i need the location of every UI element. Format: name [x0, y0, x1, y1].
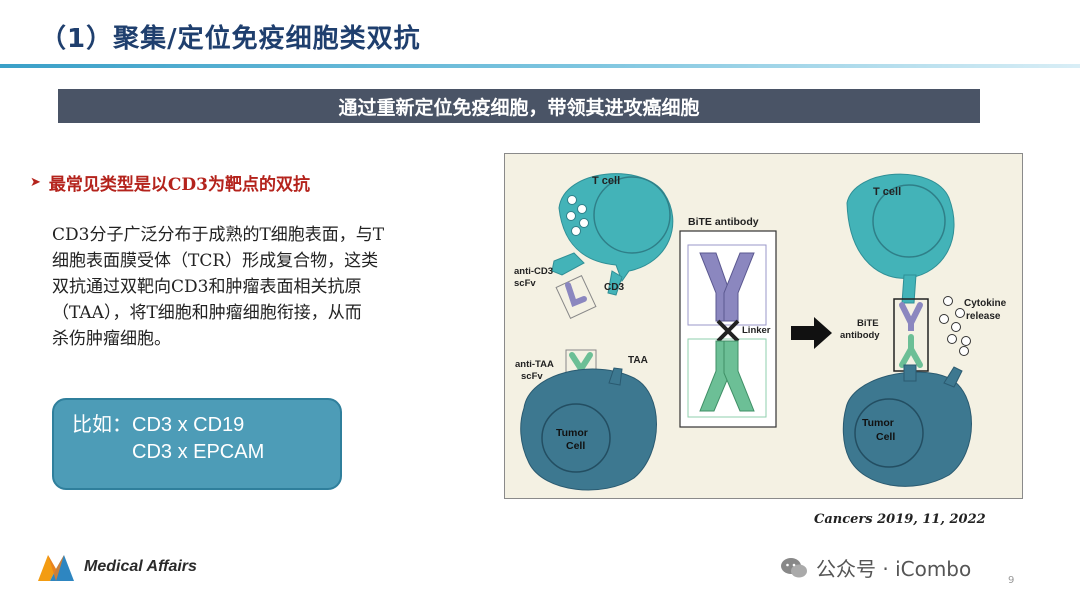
taa-label: TAA: [628, 355, 648, 366]
subtitle-banner: 通过重新定位免疫细胞，带领其进攻癌细胞: [58, 89, 980, 123]
watermark: 公众号 · iCombo: [780, 553, 971, 582]
cytokine-release: Cytokine release: [939, 296, 1007, 356]
bullet-point: ➤ 最常见类型是以CD3为靶点的双抗: [30, 170, 310, 195]
bullet-text: 最常见类型是以CD3为靶点的双抗: [48, 175, 311, 195]
cd3-label: CD3: [604, 282, 624, 293]
page-number: 9: [1008, 575, 1015, 586]
citation: Cancers 2019, 11, 2022: [814, 512, 986, 527]
cytokine-label: release: [966, 311, 1001, 322]
bite-antibody-title: BiTE antibody: [688, 216, 759, 228]
body-line: 杀伤肿瘤细胞。: [52, 329, 171, 349]
tumor-label: Cell: [566, 440, 585, 452]
cytokine-label: Cytokine: [964, 298, 1007, 309]
t-cell-left: T cell CD3: [551, 173, 674, 296]
body-line: CD3分子广泛分布于成熟的T细胞表面，与T: [52, 225, 385, 245]
body-line: 双抗通过双靶向CD3和肿瘤表面相关抗原: [52, 277, 362, 297]
example-line: 比如：CD3 x CD19: [72, 414, 245, 436]
t-cell-label: T cell: [873, 186, 901, 198]
anti-taa-label: scFv: [521, 371, 543, 382]
banner-text: 通过重新定位免疫细胞，带领其进攻癌细胞: [338, 96, 700, 119]
linker-label: Linker: [742, 325, 771, 336]
body-line: 细胞表面膜受体（TCR）形成复合物，这类: [52, 251, 379, 271]
tumor-label: Cell: [876, 431, 895, 443]
anti-cd3-scfv: anti-CD3 scFv: [514, 266, 597, 319]
bite-label: BiTE: [857, 318, 879, 329]
anti-taa-label: anti-TAA: [515, 359, 554, 370]
arrow-bullet-icon: ➤: [30, 175, 41, 190]
medical-affairs-logo: Medical Affairs: [36, 551, 197, 583]
wechat-icon: [781, 557, 807, 577]
tumor-label: Tumor: [862, 417, 894, 429]
body-line: （TAA），将T细胞和肿瘤细胞衔接，从而: [52, 303, 362, 323]
tumor-cell-right: Tumor Cell: [842, 364, 972, 487]
logo-icon: [38, 555, 74, 581]
arrow-right-icon: [791, 317, 832, 349]
bite-antibody-panel: BiTE antibody Linker: [679, 216, 777, 428]
bite-label: antibody: [840, 330, 880, 341]
anti-cd3-label: scFv: [514, 278, 536, 289]
logo-text: Medical Affairs: [84, 558, 197, 575]
example-box: 比如：CD3 x CD19 CD3 x EPCAM: [52, 398, 342, 490]
watermark-text: 公众号 · iCombo: [816, 557, 972, 581]
body-paragraph: CD3分子广泛分布于成熟的T细胞表面，与T 细胞表面膜受体（TCR）形成复合物，…: [52, 222, 444, 352]
bite-bridge: BiTE antibody: [840, 298, 929, 372]
tumor-label: Tumor: [556, 427, 588, 439]
title-divider: [0, 64, 1080, 68]
slide-title: （1）聚集/定位免疫细胞类双抗: [40, 24, 421, 54]
t-cell-right: T cell: [846, 173, 955, 304]
tumor-cell-left: Tumor Cell TAA: [520, 355, 657, 491]
t-cell-label: T cell: [592, 175, 620, 187]
example-line: CD3 x EPCAM: [72, 441, 265, 463]
bite-mechanism-diagram: T cell CD3 anti-CD3 scFv anti-TAA scFv T…: [514, 173, 1007, 491]
anti-cd3-label: anti-CD3: [514, 266, 553, 277]
